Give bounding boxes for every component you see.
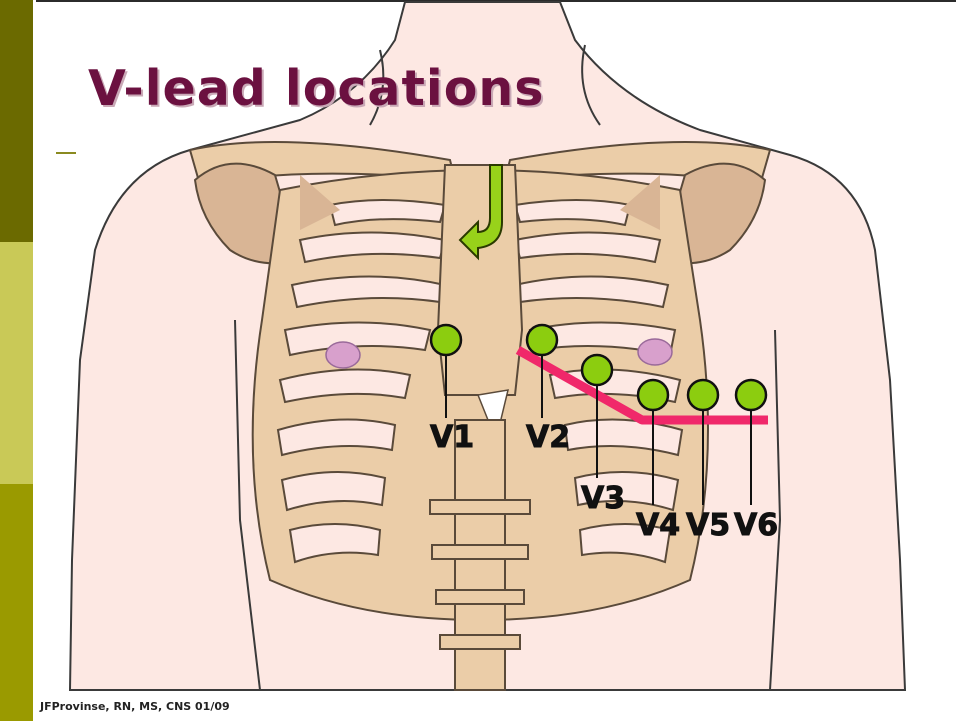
title-underline-dash [56, 152, 76, 154]
v4-electrode [638, 380, 668, 410]
slide-title: V-lead locations [88, 60, 544, 117]
v5-electrode [688, 380, 718, 410]
v6-electrode [736, 380, 766, 410]
v1-electrode [431, 325, 461, 355]
slide-footer: JFProvinse, RN, MS, CNS 01/09 [40, 700, 230, 713]
v3-electrode [582, 355, 612, 385]
sternum [438, 165, 522, 395]
v2-label: V2 [526, 420, 570, 455]
v3-label: V3 [581, 481, 625, 516]
left-nipple [326, 342, 360, 368]
v6-label: V6 [734, 508, 778, 543]
v4-label: V4 [636, 508, 680, 543]
v5-label: V5 [686, 508, 730, 543]
right-nipple [638, 339, 672, 365]
v2-electrode [527, 325, 557, 355]
v1-label: V1 [430, 420, 474, 455]
